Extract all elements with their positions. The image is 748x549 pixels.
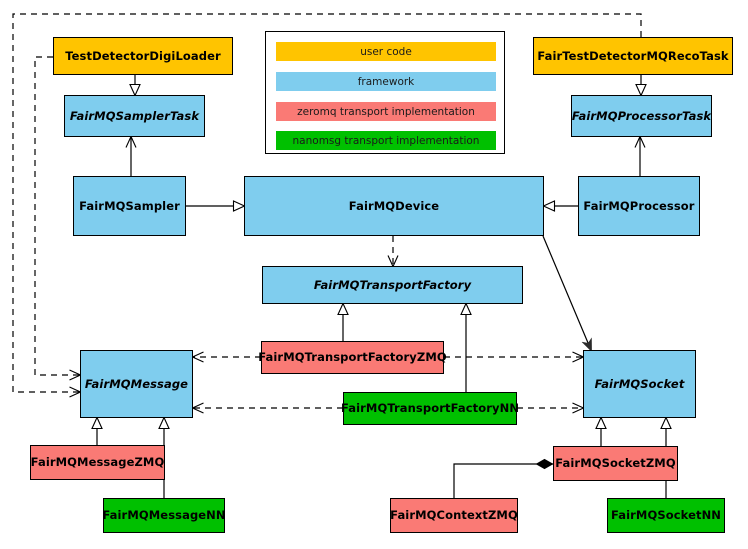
class-box-label: FairMQDevice [348,198,440,213]
class-box-FairMQSocketNN[interactable]: FairMQSocketNN [607,498,725,533]
legend-label-framework: framework [357,75,415,88]
class-box-FairMQTransportFactory[interactable]: FairMQTransportFactory [262,266,523,304]
legend-label-nanomsg: nanomsg transport implementation [292,134,480,147]
legend-item-framework: framework [276,72,496,91]
class-box-label: FairMQSocketNN [610,508,722,523]
class-box-label: FairMQSocket [594,376,685,391]
class-box-label: TestDetectorDigiLoader [65,48,221,63]
class-box-FairMQProcessorTask[interactable]: FairMQProcessorTask [571,95,712,137]
legend-label-zeromq: zeromq transport implementation [297,105,475,118]
class-box-label: FairTestDetectorMQRecoTask [537,48,729,63]
class-box-FairMQSocketZMQ[interactable]: FairMQSocketZMQ [553,446,678,481]
legend-item-user-code: user code [276,42,496,61]
class-box-label: FairMQProcessorTask [571,108,712,123]
class-box-TestDetectorDigiLoader[interactable]: TestDetectorDigiLoader [53,37,233,75]
class-box-label: FairMQTransportFactoryNN [340,401,520,416]
class-box-FairMQSocket[interactable]: FairMQSocket [583,350,696,418]
class-box-FairMQContextZMQ[interactable]: FairMQContextZMQ [390,498,518,533]
class-box-FairMQMessageZMQ[interactable]: FairMQMessageZMQ [30,445,165,480]
legend-item-zeromq: zeromq transport implementation [276,102,496,121]
class-box-label: FairMQMessage [84,376,189,391]
class-box-label: FairMQProcessor [583,198,695,213]
class-box-label: FairMQSocketZMQ [555,456,676,471]
class-box-FairMQMessageNN[interactable]: FairMQMessageNN [102,498,226,533]
legend-label-user-code: user code [360,45,412,58]
class-box-FairMQTransportFactoryZMQ[interactable]: FairMQTransportFactoryZMQ [258,341,447,374]
class-box-label: FairMQMessageZMQ [30,455,165,470]
class-box-label: FairMQSampler [79,198,180,213]
class-box-label: FairMQMessageNN [102,508,226,523]
edge-contextzmq-socketzmq [453,464,553,498]
class-box-FairMQTransportFactoryNN[interactable]: FairMQTransportFactoryNN [340,392,520,425]
legend-box: user code framework zeromq transport imp… [265,31,505,154]
class-box-FairMQSamplerTask[interactable]: FairMQSamplerTask [64,95,205,137]
class-box-label: FairMQContextZMQ [390,508,518,523]
edge-device-socket [542,235,591,350]
class-box-FairMQProcessor[interactable]: FairMQProcessor [578,176,700,236]
class-box-FairMQSampler[interactable]: FairMQSampler [73,176,186,236]
class-box-label: FairMQTransportFactoryZMQ [258,350,447,365]
class-box-FairMQDevice[interactable]: FairMQDevice [244,176,544,236]
class-box-label: FairMQTransportFactory [313,277,472,292]
class-box-label: FairMQSamplerTask [69,108,200,123]
legend-item-nanomsg: nanomsg transport implementation [276,131,496,150]
class-box-FairTestDetectorMQRecoTask[interactable]: FairTestDetectorMQRecoTask [533,37,733,75]
class-box-FairMQMessage[interactable]: FairMQMessage [80,350,193,418]
